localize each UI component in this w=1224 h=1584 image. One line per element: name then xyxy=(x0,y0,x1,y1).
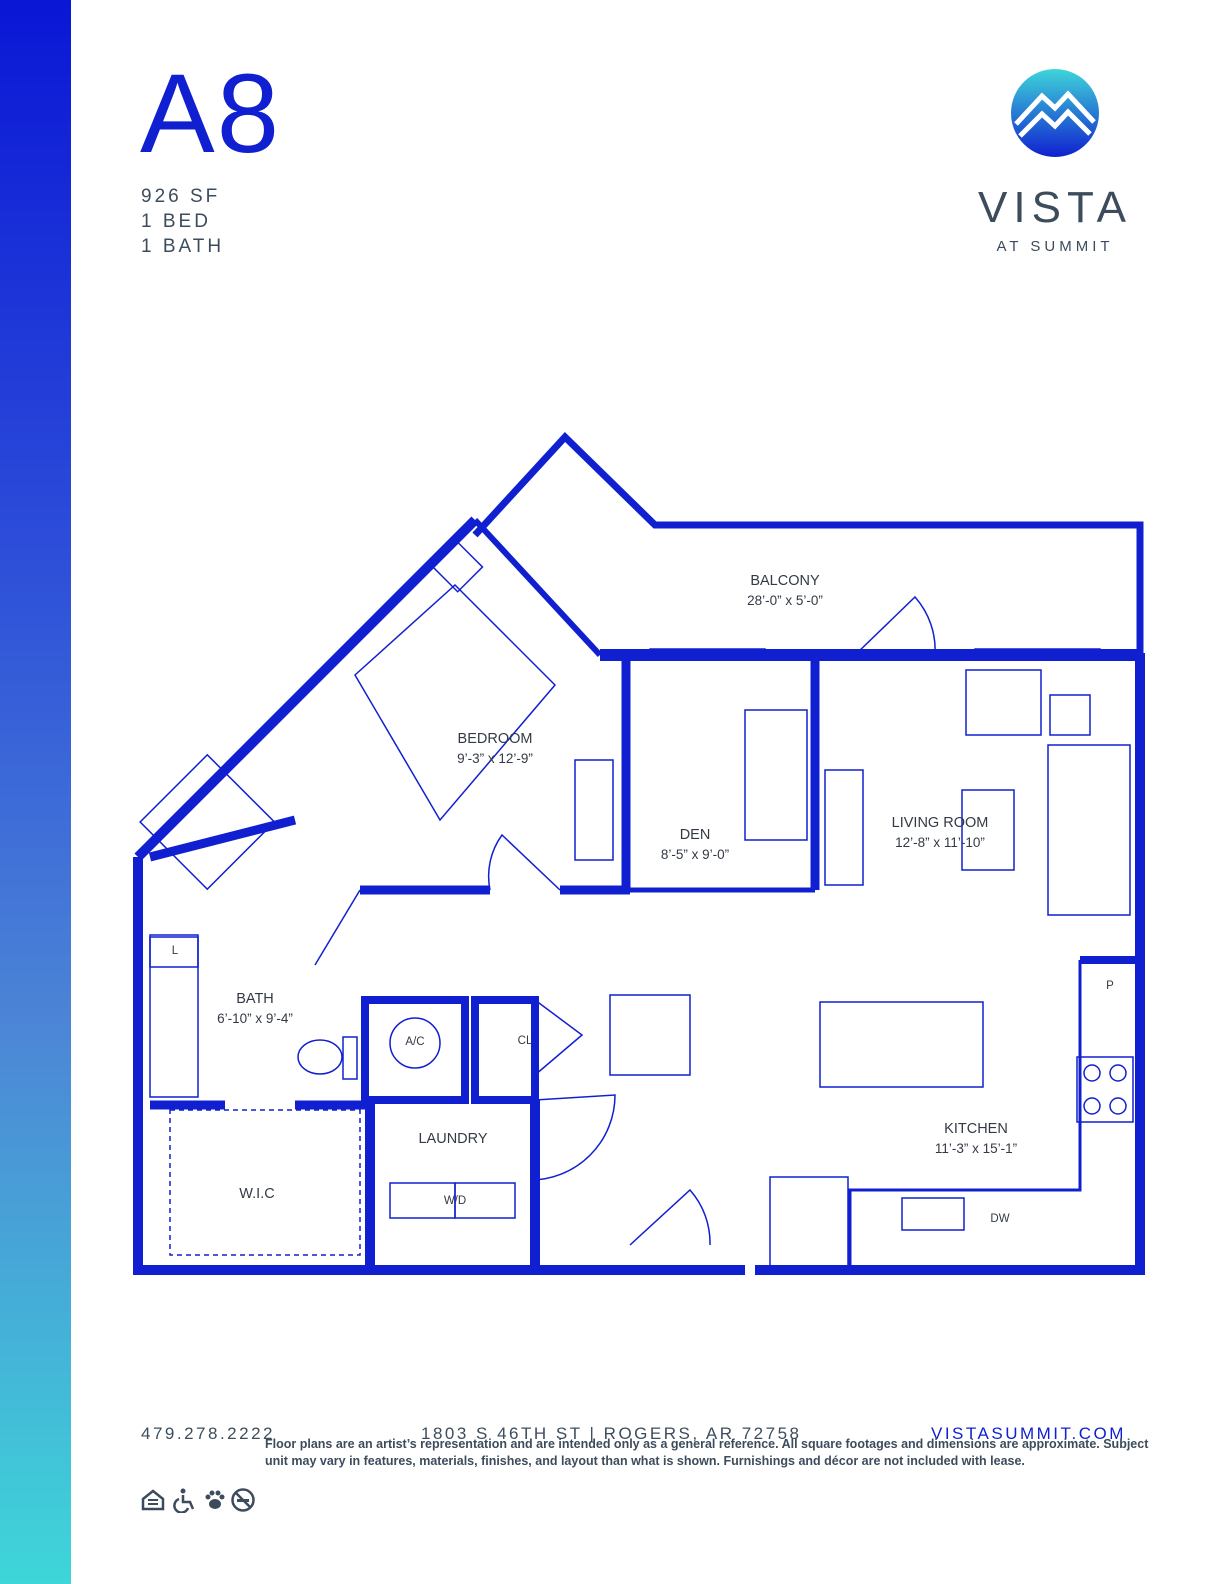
floor-plan: BALCONY 28’-0” x 5’-0” BEDROOM 9’-3” x 1… xyxy=(130,425,1154,1285)
ac-unit xyxy=(389,1017,441,1069)
bath-door xyxy=(314,889,361,966)
bed xyxy=(354,583,557,822)
unit-bathrooms: 1 BATH xyxy=(141,236,225,257)
unit-specs: 926 SF 1 BED 1 BATH xyxy=(141,184,224,259)
no-smoking-icon xyxy=(230,1487,256,1513)
entry-door xyxy=(629,1188,711,1246)
room-wic: W.I.C xyxy=(239,1186,275,1202)
footer-address: 1803 S 46TH ST | ROGERS, AR 72758 xyxy=(421,1424,802,1443)
ac-label: A/C xyxy=(405,1036,425,1048)
pantry-label: P xyxy=(1106,980,1114,992)
balcony-door xyxy=(854,595,936,656)
closet-label: CL xyxy=(517,1035,533,1047)
room-den: DEN 8’-5” x 9’-0” xyxy=(660,827,730,862)
toilet xyxy=(297,1039,343,1075)
dining-table xyxy=(609,994,691,1076)
closet-door xyxy=(534,999,584,1076)
pet-friendly-icon xyxy=(202,1487,228,1513)
exterior-wall-bedroom-diag xyxy=(472,517,603,658)
burner-4 xyxy=(1109,1097,1127,1115)
room-kitchen: KITCHEN 11’-3” x 15’-1” xyxy=(934,1121,1018,1156)
unit-title: A8 xyxy=(140,51,281,176)
ac-closet xyxy=(361,996,469,1104)
brand-name: VISTA xyxy=(978,183,1132,232)
stove xyxy=(1076,1056,1134,1123)
bath-vanity xyxy=(149,934,199,1098)
floor-plan-drawing xyxy=(133,431,1145,1275)
equal-housing-icon xyxy=(140,1487,166,1513)
kitchen-sink xyxy=(901,1197,965,1231)
linen-closet xyxy=(149,936,199,968)
accessibility-icon xyxy=(172,1487,198,1514)
balcony-window-2 xyxy=(974,648,1101,660)
kitchen-island xyxy=(819,1001,984,1088)
linen-label: L xyxy=(171,945,179,957)
balcony-window-1 xyxy=(649,648,766,660)
room-laundry: LAUNDRY xyxy=(418,1131,488,1147)
footer-phone: 479.278.2222 xyxy=(141,1424,275,1443)
bedroom-dresser xyxy=(574,759,614,861)
room-living: LIVING ROOM 12’-8” x 11’-10” xyxy=(891,815,989,850)
brand-subtitle: AT SUMMIT xyxy=(996,238,1114,255)
coat-closet xyxy=(471,996,539,1104)
burner-2 xyxy=(1109,1064,1127,1082)
dryer xyxy=(454,1182,516,1219)
washer-dryer-label: W/D xyxy=(443,1195,467,1207)
armchair xyxy=(965,669,1042,736)
wic-shelving xyxy=(169,1109,361,1256)
sofa xyxy=(1047,744,1131,916)
den-desk xyxy=(744,709,808,841)
shower xyxy=(139,753,276,891)
den-dresser xyxy=(824,769,864,886)
room-bedroom: BEDROOM 9’-3” x 12’-9” xyxy=(457,731,533,766)
kitchen-counter xyxy=(848,960,1082,1270)
side-table xyxy=(1049,694,1091,736)
footer-disclaimer: Floor plans are an artist’s representati… xyxy=(265,1437,1149,1468)
balcony-rail xyxy=(472,431,1144,653)
mountain-circle-icon xyxy=(1011,69,1099,157)
toilet-tank xyxy=(342,1036,358,1080)
room-bath: BATH 6’-10” x 9’-4” xyxy=(217,991,293,1026)
exterior-wall-east xyxy=(755,653,1145,1275)
burner-3 xyxy=(1083,1097,1101,1115)
bedroom-door xyxy=(487,833,561,891)
unit-square-feet: 926 SF xyxy=(141,186,221,207)
refrigerator xyxy=(769,1176,849,1268)
bedroom-nightstand xyxy=(431,541,484,593)
unit-bedrooms: 1 BED xyxy=(141,211,211,232)
laundry-door xyxy=(529,1094,616,1181)
burner-1 xyxy=(1083,1064,1101,1082)
exterior-wall-diagonal xyxy=(133,857,745,1275)
footer-website[interactable]: VISTASUMMIT.COM xyxy=(931,1424,1126,1443)
brand-logo: VISTA AT SUMMIT xyxy=(960,68,1150,268)
exterior-wall-northwest xyxy=(134,516,479,861)
room-balcony: BALCONY 28’-0” x 5’-0” xyxy=(747,573,823,608)
dishwasher-label: DW xyxy=(990,1213,1010,1225)
side-gradient-bar xyxy=(0,0,71,1584)
coffee-table xyxy=(961,789,1015,871)
